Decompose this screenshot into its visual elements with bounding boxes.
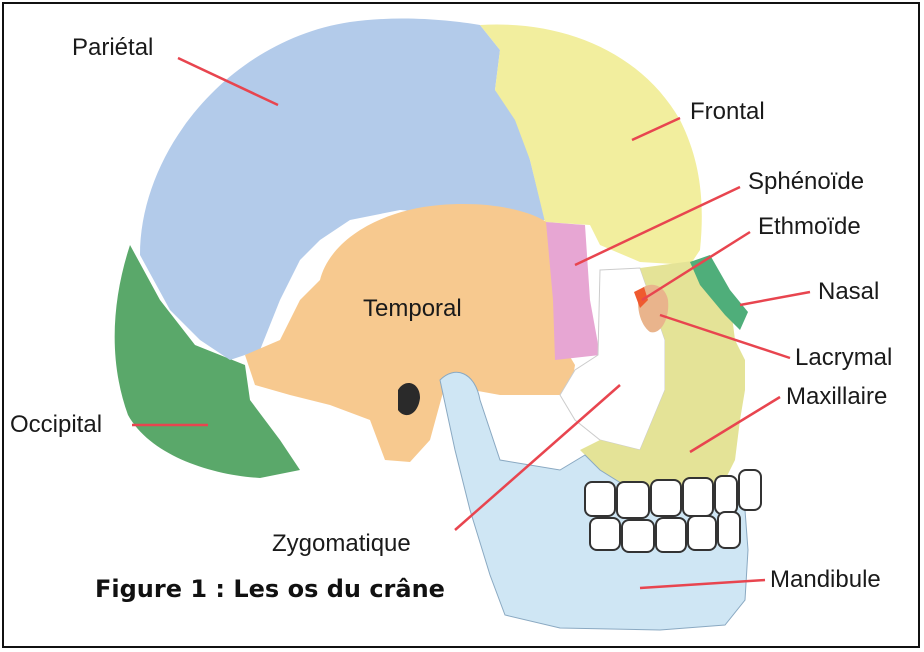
label-maxillaire: Maxillaire: [786, 385, 887, 409]
label-sphenoide: Sphénoïde: [748, 170, 864, 194]
label-zygomatique: Zygomatique: [272, 532, 411, 556]
teeth: [585, 470, 761, 552]
label-occipital: Occipital: [10, 413, 102, 437]
label-frontal: Frontal: [690, 100, 765, 124]
label-mandibule: Mandibule: [770, 568, 881, 592]
label-lacrymal: Lacrymal: [795, 346, 892, 370]
label-parietal: Pariétal: [72, 36, 153, 60]
label-temporal: Temporal: [363, 297, 462, 321]
figure-caption: Figure 1 : Les os du crâne: [95, 575, 445, 603]
label-nasal: Nasal: [818, 280, 879, 304]
label-ethmoide: Ethmoïde: [758, 215, 861, 239]
